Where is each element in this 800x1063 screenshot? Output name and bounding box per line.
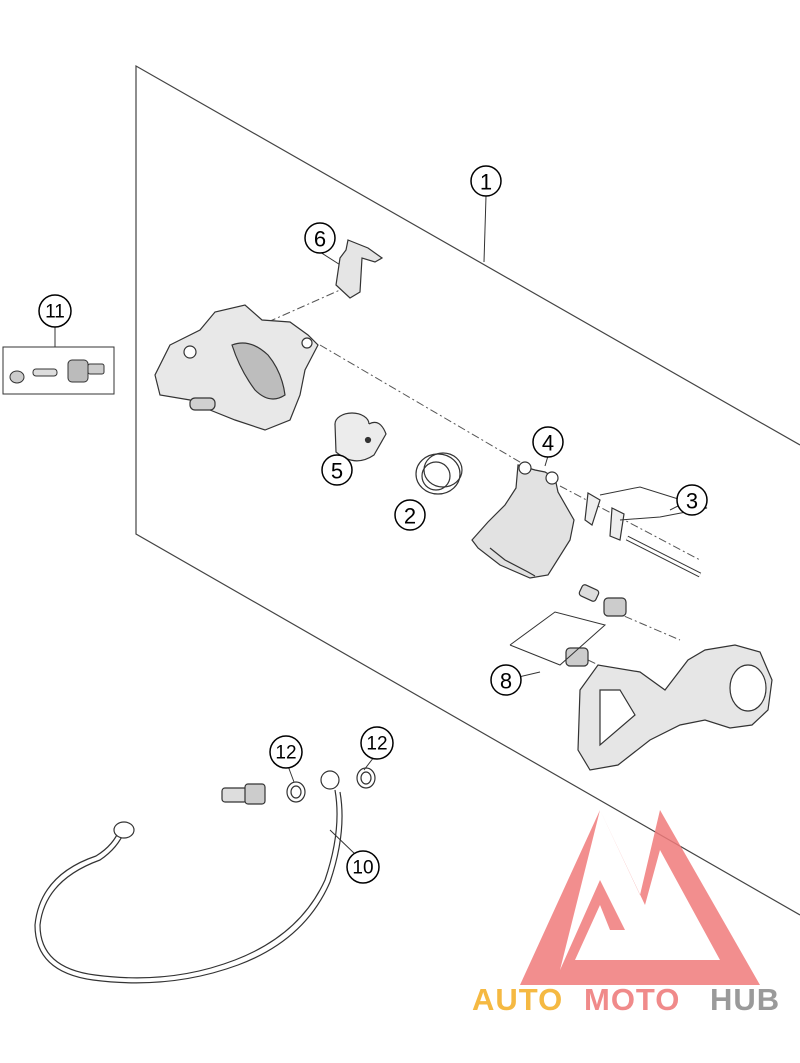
callout-6: 6 <box>304 222 336 254</box>
pad-spring <box>335 239 384 299</box>
callout-12-left-label: 12 <box>275 743 296 764</box>
callout-10: 10 <box>346 850 380 884</box>
callout-5-label: 5 <box>331 459 343 484</box>
watermark-part-moto: MOTO <box>584 982 680 1017</box>
center-lines <box>267 289 701 691</box>
callout-12-right: 12 <box>360 726 394 760</box>
callout-11: 11 <box>38 294 72 328</box>
assembly-plane <box>135 64 800 916</box>
seal-ring <box>415 452 463 495</box>
callout-8: 8 <box>490 664 522 696</box>
callout-10-label: 10 <box>352 858 373 879</box>
piston <box>334 412 387 462</box>
callout-3: 3 <box>676 484 708 516</box>
logo-triangle-icon <box>520 810 760 985</box>
callout-1-label: 1 <box>480 170 492 195</box>
callout-12-left: 12 <box>269 735 303 769</box>
callout-2: 2 <box>394 499 426 531</box>
callout-3-label: 3 <box>686 489 698 514</box>
caliper-bracket <box>509 584 773 771</box>
callout-5: 5 <box>321 454 353 486</box>
watermark-part-hub: HUB <box>710 982 780 1017</box>
callout-11-label: 11 <box>45 302 65 323</box>
callout-8-label: 8 <box>500 669 512 694</box>
callout-1: 1 <box>470 165 502 197</box>
brake-caliper <box>154 304 319 431</box>
callout-4-label: 4 <box>542 431 554 456</box>
brake-pads <box>471 461 575 579</box>
watermark-logo <box>520 810 760 985</box>
callout-6-label: 6 <box>314 227 326 252</box>
watermark-text: AUTO MOTO HUB <box>472 982 780 1017</box>
part-11-bleeder-box <box>2 346 115 395</box>
callout-4: 4 <box>532 426 564 458</box>
watermark-part-auto: AUTO <box>472 982 563 1017</box>
brake-line <box>34 770 343 984</box>
pad-pins <box>584 486 708 578</box>
washers <box>286 767 376 803</box>
callout-12-right-label: 12 <box>366 734 387 755</box>
callout-2-label: 2 <box>404 504 416 529</box>
